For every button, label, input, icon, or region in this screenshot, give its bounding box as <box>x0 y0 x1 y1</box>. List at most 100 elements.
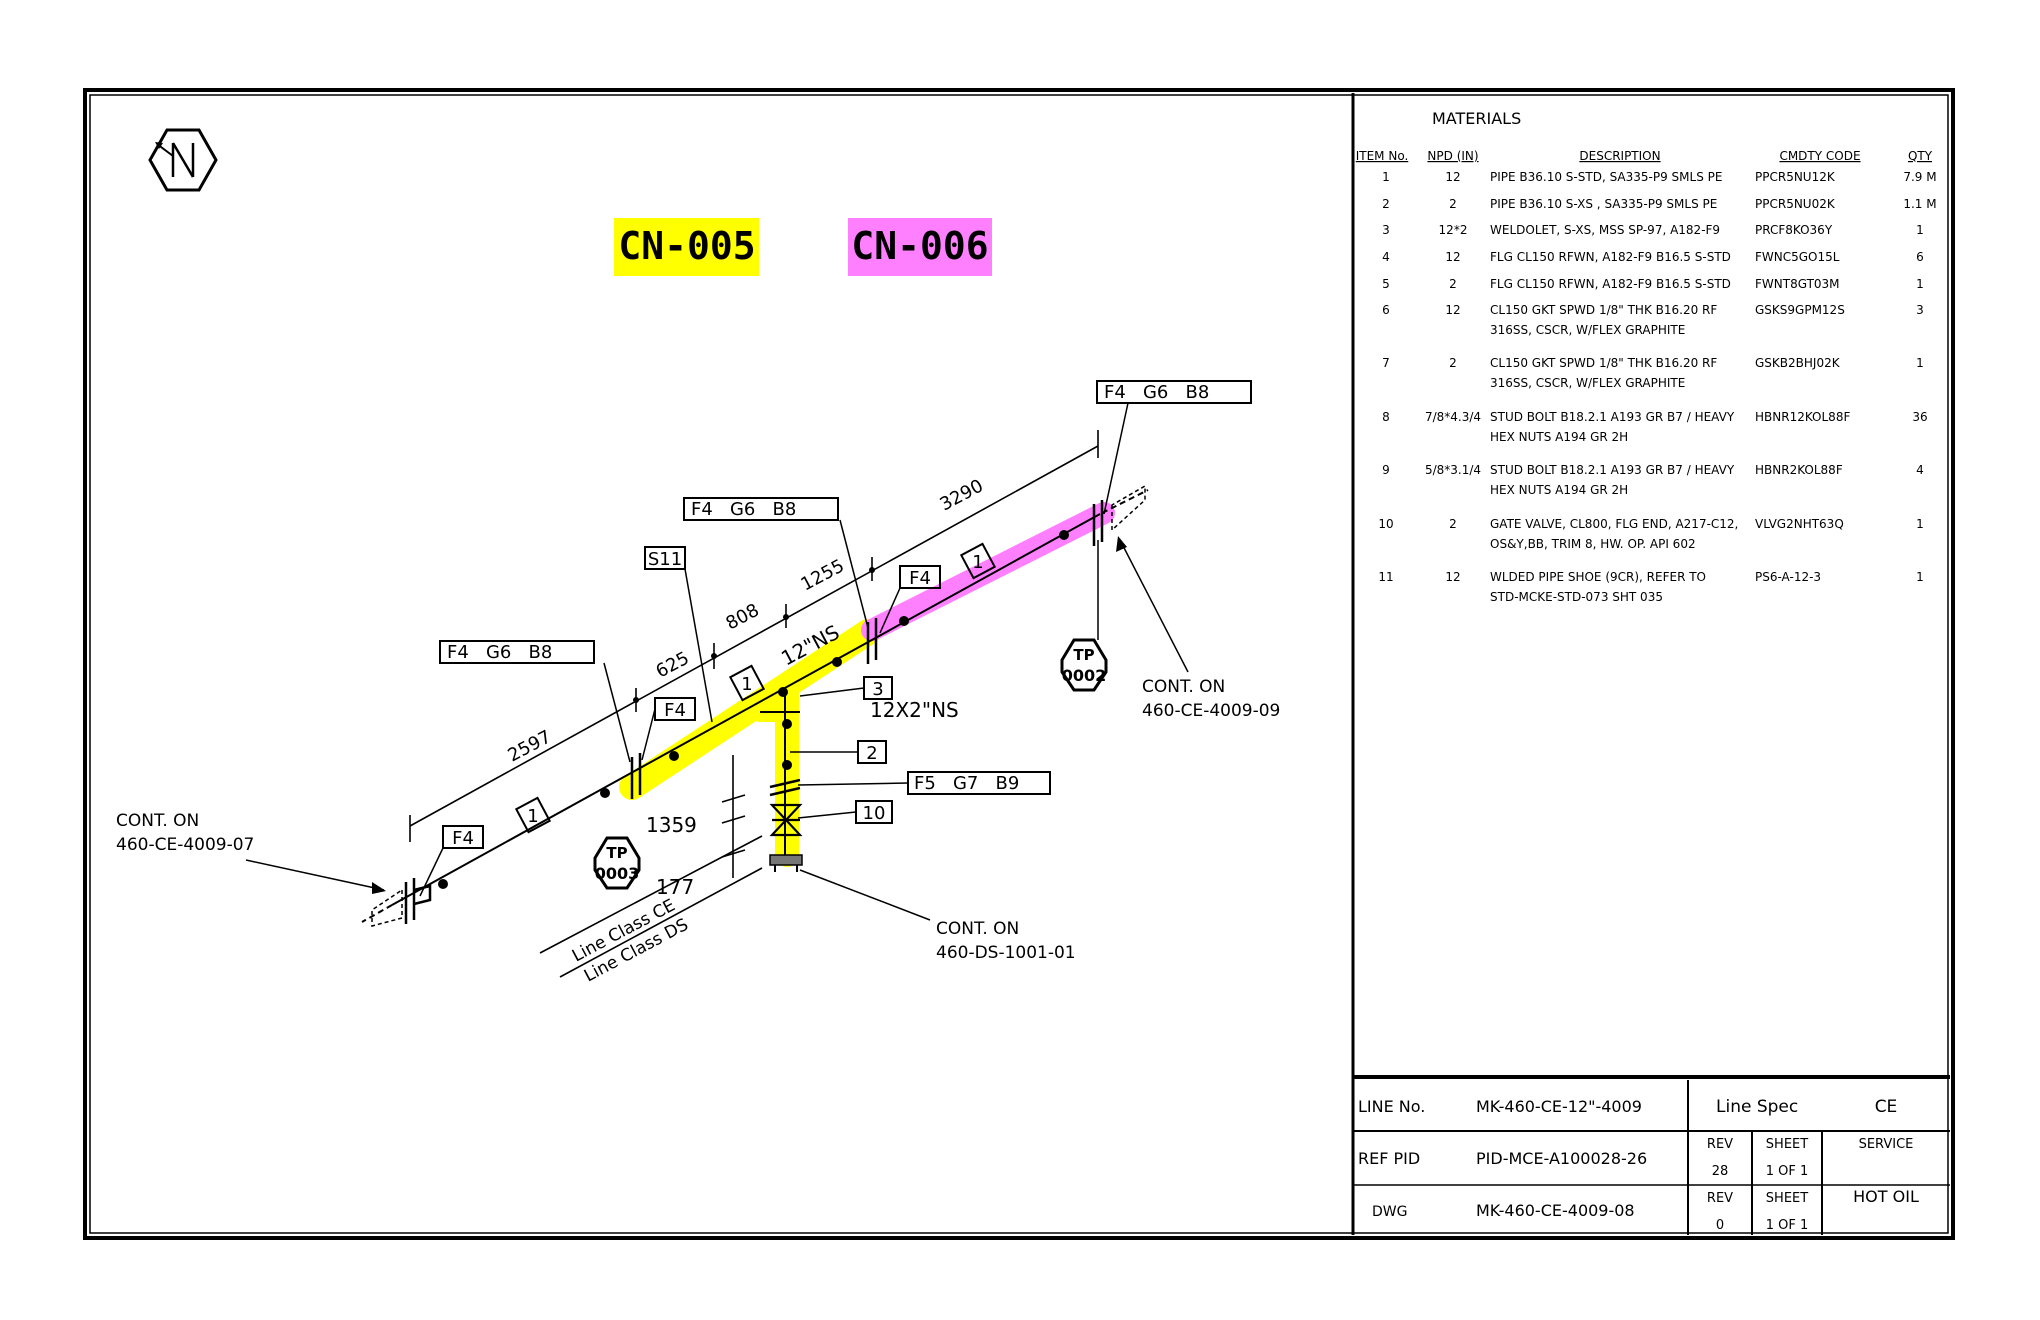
header-qty: QTY <box>1908 149 1933 163</box>
flange-icon <box>404 878 432 924</box>
cell-description: FLG CL150 RFWN, A182-F9 B16.5 S-STD <box>1490 277 1731 291</box>
cell-item: 10 <box>1378 517 1393 531</box>
callout-f4-c: F4 <box>419 825 484 897</box>
cell-npd: 5/8*3.1/4 <box>1425 463 1481 477</box>
callout-fgb-top-text: F4 G6 B8 <box>1104 382 1209 403</box>
dim-625: 625 <box>652 648 692 683</box>
header-description: DESCRIPTION <box>1579 149 1660 163</box>
callout-f4-c-text: F4 <box>452 828 474 849</box>
item-tag-1a-text: 1 <box>972 552 983 573</box>
cell-description-cont: STD-MCKE-STD-073 SHT 035 <box>1490 590 1663 604</box>
dwg-value: MK-460-CE-4009-08 <box>1476 1201 1635 1220</box>
test-point-icon: TP 0002 <box>1060 540 1108 692</box>
dwg-label: DWG <box>1372 1204 1407 1220</box>
item-tag-1c: 1 <box>514 796 552 834</box>
gate-valve-icon <box>769 803 803 837</box>
cell-qty: 7.9 M <box>1903 170 1936 184</box>
cell-cmdty-code: PPCR5NU02K <box>1755 197 1836 211</box>
item-tag-1b: 1 <box>728 664 766 702</box>
cell-description: PIPE B36.10 S-STD, SA335-P9 SMLS PE <box>1490 170 1722 184</box>
table-row: 10 2 GATE VALVE, CL800, FLG END, A217-C12,… <box>1378 517 1923 551</box>
cell-item: 2 <box>1382 197 1390 211</box>
flange-icon <box>1092 500 1104 546</box>
cell-item: 6 <box>1382 303 1390 317</box>
item-tag-1c-text: 1 <box>527 806 538 827</box>
dim-1255: 1255 <box>797 555 847 595</box>
cell-cmdty-code: HBNR12KOL88F <box>1755 410 1850 424</box>
header-item: ITEM No. <box>1356 149 1409 163</box>
materials-title: MATERIALS <box>1432 109 1521 128</box>
dim-808: 808 <box>722 600 762 635</box>
cn-005-label: CN-005 <box>614 218 759 276</box>
cell-cmdty-code: VLVG2NHT63Q <box>1755 517 1844 531</box>
cont-west-line2: 460-CE-4009-07 <box>116 835 254 855</box>
callout-fgb-branch-text: F5 G7 B9 <box>914 773 1019 794</box>
cell-item: 8 <box>1382 410 1390 424</box>
cont-west-line1: CONT. ON <box>116 811 199 831</box>
item-tag-1b-text: 1 <box>741 674 752 695</box>
tp-0002-number: 0002 <box>1062 666 1107 685</box>
materials-table: MATERIALS ITEM No. NPD (IN) DESCRIPTION … <box>1356 109 1937 604</box>
cell-qty: 1 <box>1916 356 1924 370</box>
cell-item: 7 <box>1382 356 1390 370</box>
cell-npd: 12 <box>1445 170 1460 184</box>
weld-points <box>438 530 1069 889</box>
callout-f4-a-text: F4 <box>909 568 931 589</box>
dimension-lines <box>409 430 1099 978</box>
cell-npd: 7/8*4.3/4 <box>1425 410 1481 424</box>
cell-item: 9 <box>1382 463 1390 477</box>
cell-cmdty-code: PPCR5NU12K <box>1755 170 1836 184</box>
cn-006-label: CN-006 <box>848 218 992 276</box>
rev-value-1: 28 <box>1712 1164 1729 1179</box>
rev-label-1: REV <box>1707 1137 1733 1152</box>
cell-description: GATE VALVE, CL800, FLG END, A217-C12, <box>1490 517 1738 531</box>
cell-qty: 1 <box>1916 223 1924 237</box>
title-block <box>1353 1075 1950 1235</box>
cell-description: CL150 GKT SPWD 1/8" THK B16.20 RF <box>1490 356 1717 370</box>
item-tag-3-text: 3 <box>872 679 883 700</box>
cell-cmdty-code: FWNT8GT03M <box>1755 277 1840 291</box>
north-arrow-icon <box>148 128 218 192</box>
cell-npd: 2 <box>1449 277 1457 291</box>
cell-description: STUD BOLT B18.2.1 A193 GR B7 / HEAVY <box>1490 463 1735 477</box>
cell-description: STUD BOLT B18.2.1 A193 GR B7 / HEAVY <box>1490 410 1735 424</box>
callout-s11-text: S11 <box>648 549 682 570</box>
sheet-label-2: SHEET <box>1766 1191 1808 1206</box>
sheet-value-2: 1 OF 1 <box>1766 1218 1809 1233</box>
cell-description-cont: HEX NUTS A194 GR 2H <box>1490 483 1628 497</box>
cell-description-cont: 316SS, CSCR, W/FLEX GRAPHITE <box>1490 376 1685 390</box>
cell-description-cont: HEX NUTS A194 GR 2H <box>1490 430 1628 444</box>
continuation-south: CONT. ON 460-DS-1001-01 <box>799 869 1076 963</box>
cell-npd: 12*2 <box>1439 223 1468 237</box>
item-tag-10-text: 10 <box>863 803 886 824</box>
cell-npd: 2 <box>1449 517 1457 531</box>
tp-0003-number: 0003 <box>595 864 640 883</box>
cell-cmdty-code: PRCF8KO36Y <box>1755 223 1833 237</box>
cn-005-text: CN-005 <box>618 224 755 268</box>
callout-fgb-mid-text: F4 G6 B8 <box>691 499 796 520</box>
cell-cmdty-code: GSKB2BHJ02K <box>1755 356 1841 370</box>
rev-label-2: REV <box>1707 1191 1733 1206</box>
cell-qty: 1 <box>1916 277 1924 291</box>
tp-0003-label: TP <box>606 844 627 862</box>
test-point-icon: TP 0003 <box>593 836 641 890</box>
cell-description: PIPE B36.10 S-XS , SA335-P9 SMLS PE <box>1490 197 1717 211</box>
cell-item: 4 <box>1382 250 1390 264</box>
cell-qty: 36 <box>1912 410 1927 424</box>
cell-qty: 6 <box>1916 250 1924 264</box>
cell-qty: 1.1 M <box>1903 197 1936 211</box>
cell-description-cont: OS&Y,BB, TRIM 8, HW. OP. API 602 <box>1490 537 1696 551</box>
header-cmdty-code: CMDTY CODE <box>1779 149 1860 163</box>
ref-pid-value: PID-MCE-A100028-26 <box>1476 1149 1647 1168</box>
cell-npd: 12 <box>1445 250 1460 264</box>
flange-icons <box>404 500 1104 924</box>
cn-005-highlight <box>614 218 759 276</box>
